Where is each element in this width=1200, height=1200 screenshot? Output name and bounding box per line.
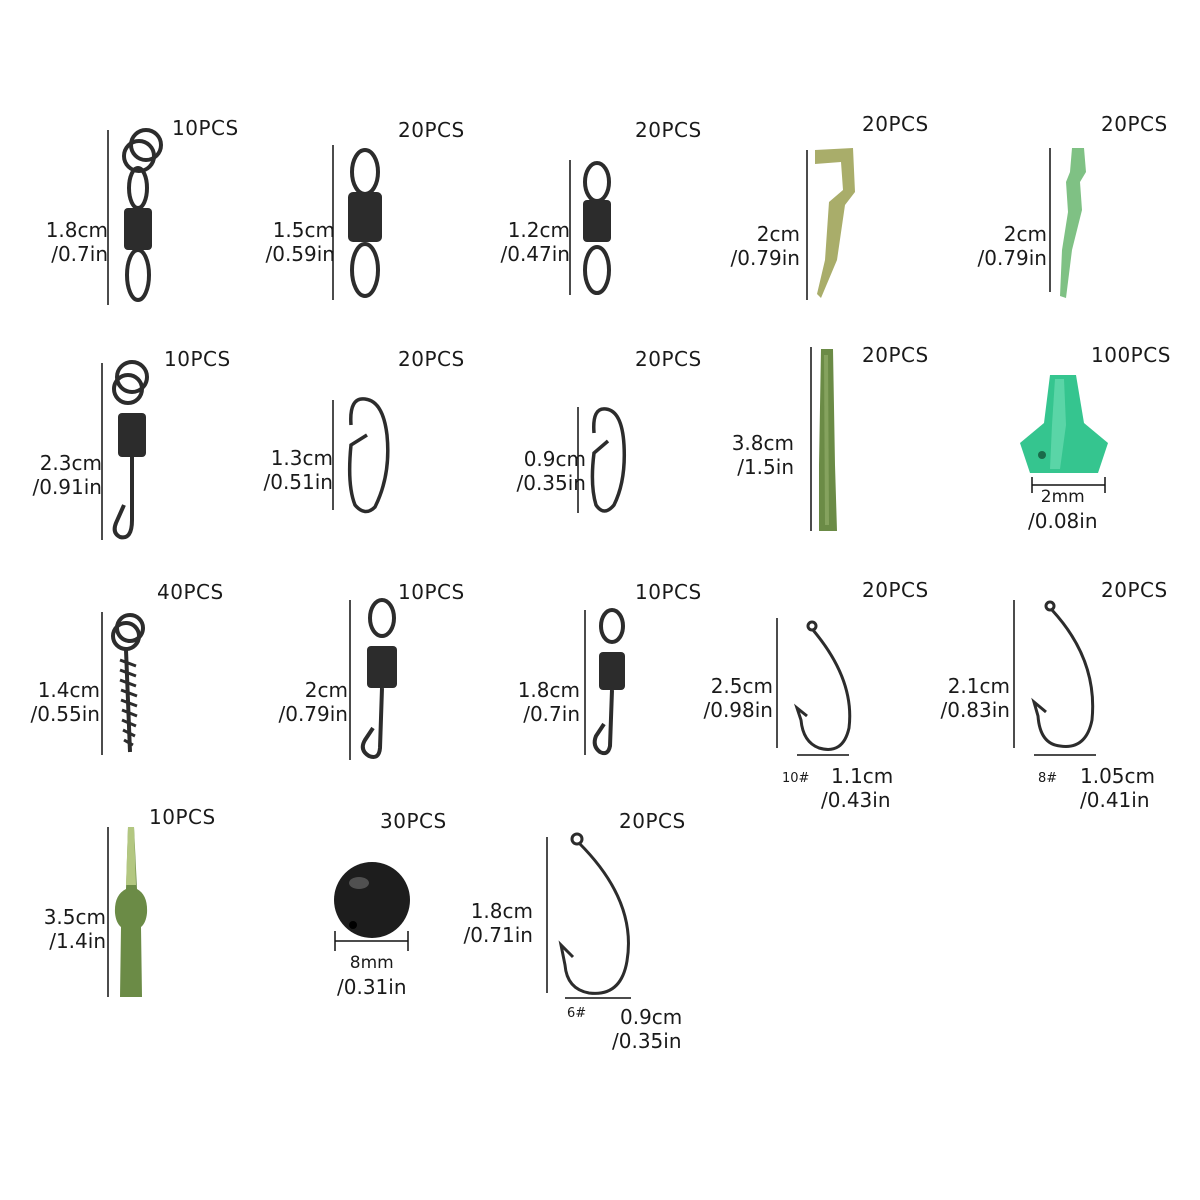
item-anti-tangle-tube: 20PCS 3.8cm /1.5in bbox=[725, 343, 955, 575]
item-quick-change-swivel-large: 10PCS 2cm /0.79in bbox=[255, 580, 485, 810]
quantity-label: 100PCS bbox=[1091, 343, 1171, 367]
quick-change-swivel-icon bbox=[101, 360, 149, 540]
item-quick-change-ring-swivel: 10PCS 2.3cm /0.91in bbox=[20, 345, 250, 575]
item-stop-bead: 100PCS 2mm /0.08in bbox=[960, 343, 1190, 575]
line-aligner-sleeve-icon bbox=[1049, 148, 1086, 298]
length-label: 2cm /0.79in bbox=[278, 678, 348, 726]
quick-change-swivel-icon bbox=[584, 608, 625, 756]
quantity-label: 10PCS bbox=[149, 805, 216, 829]
fishing-hook-icon bbox=[776, 618, 852, 756]
length-label: 3.8cm /1.5in bbox=[731, 431, 794, 479]
length-label: 3.5cm /1.4in bbox=[43, 905, 106, 953]
length-label: 2.3cm /0.91in bbox=[32, 451, 102, 499]
quantity-label: 20PCS bbox=[862, 578, 929, 602]
quantity-label: 40PCS bbox=[157, 580, 224, 604]
item-round-bead: 30PCS 8mm /0.31in bbox=[255, 805, 485, 1035]
length-label: 1.8cm /0.71in bbox=[463, 899, 533, 947]
item-snap-small: 20PCS 0.9cm /0.35in bbox=[490, 345, 720, 575]
length-label: 1.3cm /0.51in bbox=[263, 446, 333, 494]
quantity-label: 10PCS bbox=[635, 580, 702, 604]
round-bead-icon bbox=[334, 862, 410, 951]
quantity-label: 20PCS bbox=[1101, 578, 1168, 602]
rolling-swivel-icon bbox=[332, 145, 382, 300]
quantity-label: 30PCS bbox=[380, 809, 447, 833]
width-label: 2mm /0.08in bbox=[1028, 487, 1098, 533]
width-label: 1.05cm /0.41in bbox=[1080, 764, 1156, 812]
quantity-label: 20PCS bbox=[635, 118, 702, 142]
fishing-hook-icon bbox=[546, 832, 631, 999]
item-rolling-swivel-small: 20PCS 1.2cm /0.47in bbox=[490, 110, 720, 340]
ring-swivel-icon bbox=[107, 128, 163, 305]
length-label: 2cm /0.79in bbox=[730, 222, 800, 270]
stop-bead-icon bbox=[1020, 375, 1108, 493]
quantity-label: 10PCS bbox=[398, 580, 465, 604]
quantity-label: 20PCS bbox=[862, 343, 929, 367]
hook-size-label: 10# bbox=[782, 771, 810, 786]
quick-snap-icon bbox=[577, 407, 627, 513]
quantity-label: 20PCS bbox=[398, 118, 465, 142]
item-quick-change-swivel-small: 10PCS 1.8cm /0.7in bbox=[490, 580, 720, 810]
width-label: 0.9cm /0.35in bbox=[612, 1005, 683, 1053]
item-carp-hook-6: 20PCS 1.8cm /0.71in 6# 0.9cm /0.35in bbox=[455, 805, 686, 1053]
quick-change-swivel-icon bbox=[349, 598, 397, 760]
length-label: 1.8cm /0.7in bbox=[45, 218, 108, 266]
length-label: 2cm /0.79in bbox=[977, 222, 1047, 270]
rolling-swivel-icon bbox=[569, 160, 611, 295]
length-label: 2.1cm /0.83in bbox=[940, 674, 1010, 722]
quantity-label: 10PCS bbox=[172, 116, 239, 140]
item-carp-hook-10: 20PCS 2.5cm /0.98in 10# 1.1cm /0.43in bbox=[703, 578, 955, 812]
tail-rubber-sleeve-icon bbox=[107, 827, 148, 997]
item-carp-hook-8: 20PCS 2.1cm /0.83in 8# 1.05cm /0.41in bbox=[940, 578, 1190, 812]
quantity-label: 20PCS bbox=[635, 347, 702, 371]
item-line-aligner-green: 20PCS 2cm /0.79in bbox=[960, 110, 1190, 340]
length-label: 1.2cm /0.47in bbox=[500, 218, 570, 266]
item-rolling-swivel-large: 20PCS 1.5cm /0.59in bbox=[255, 110, 485, 340]
anti-tangle-tube-icon bbox=[810, 347, 837, 531]
quantity-label: 20PCS bbox=[619, 809, 686, 833]
length-label: 1.5cm /0.59in bbox=[265, 218, 335, 266]
quantity-label: 20PCS bbox=[1101, 112, 1168, 136]
length-label: 1.8cm /0.7in bbox=[517, 678, 580, 726]
hook-size-label: 8# bbox=[1038, 771, 1058, 786]
length-label: 0.9cm /0.35in bbox=[516, 447, 586, 495]
length-label: 2.5cm /0.98in bbox=[703, 674, 773, 722]
quantity-label: 10PCS bbox=[164, 347, 231, 371]
hook-size-label: 6# bbox=[567, 1006, 587, 1021]
item-bait-screw: 40PCS 1.4cm /0.55in bbox=[20, 580, 250, 810]
line-aligner-sleeve-icon bbox=[806, 148, 855, 300]
width-label: 8mm /0.31in bbox=[337, 953, 407, 999]
bait-screw-icon bbox=[101, 612, 145, 755]
quantity-label: 20PCS bbox=[862, 112, 929, 136]
item-ring-swivel: 10PCS 1.8cm /0.7in bbox=[20, 110, 250, 340]
width-label: 1.1cm /0.43in bbox=[821, 764, 894, 812]
item-line-aligner-olive: 20PCS 2cm /0.79in bbox=[725, 110, 955, 340]
fishing-hook-icon bbox=[1013, 600, 1096, 756]
length-label: 1.4cm /0.55in bbox=[30, 678, 100, 726]
quick-snap-icon bbox=[332, 397, 390, 514]
item-tail-rubber: 10PCS 3.5cm /1.4in bbox=[20, 805, 250, 1035]
item-snap-large: 20PCS 1.3cm /0.51in bbox=[255, 345, 485, 575]
quantity-label: 20PCS bbox=[398, 347, 465, 371]
